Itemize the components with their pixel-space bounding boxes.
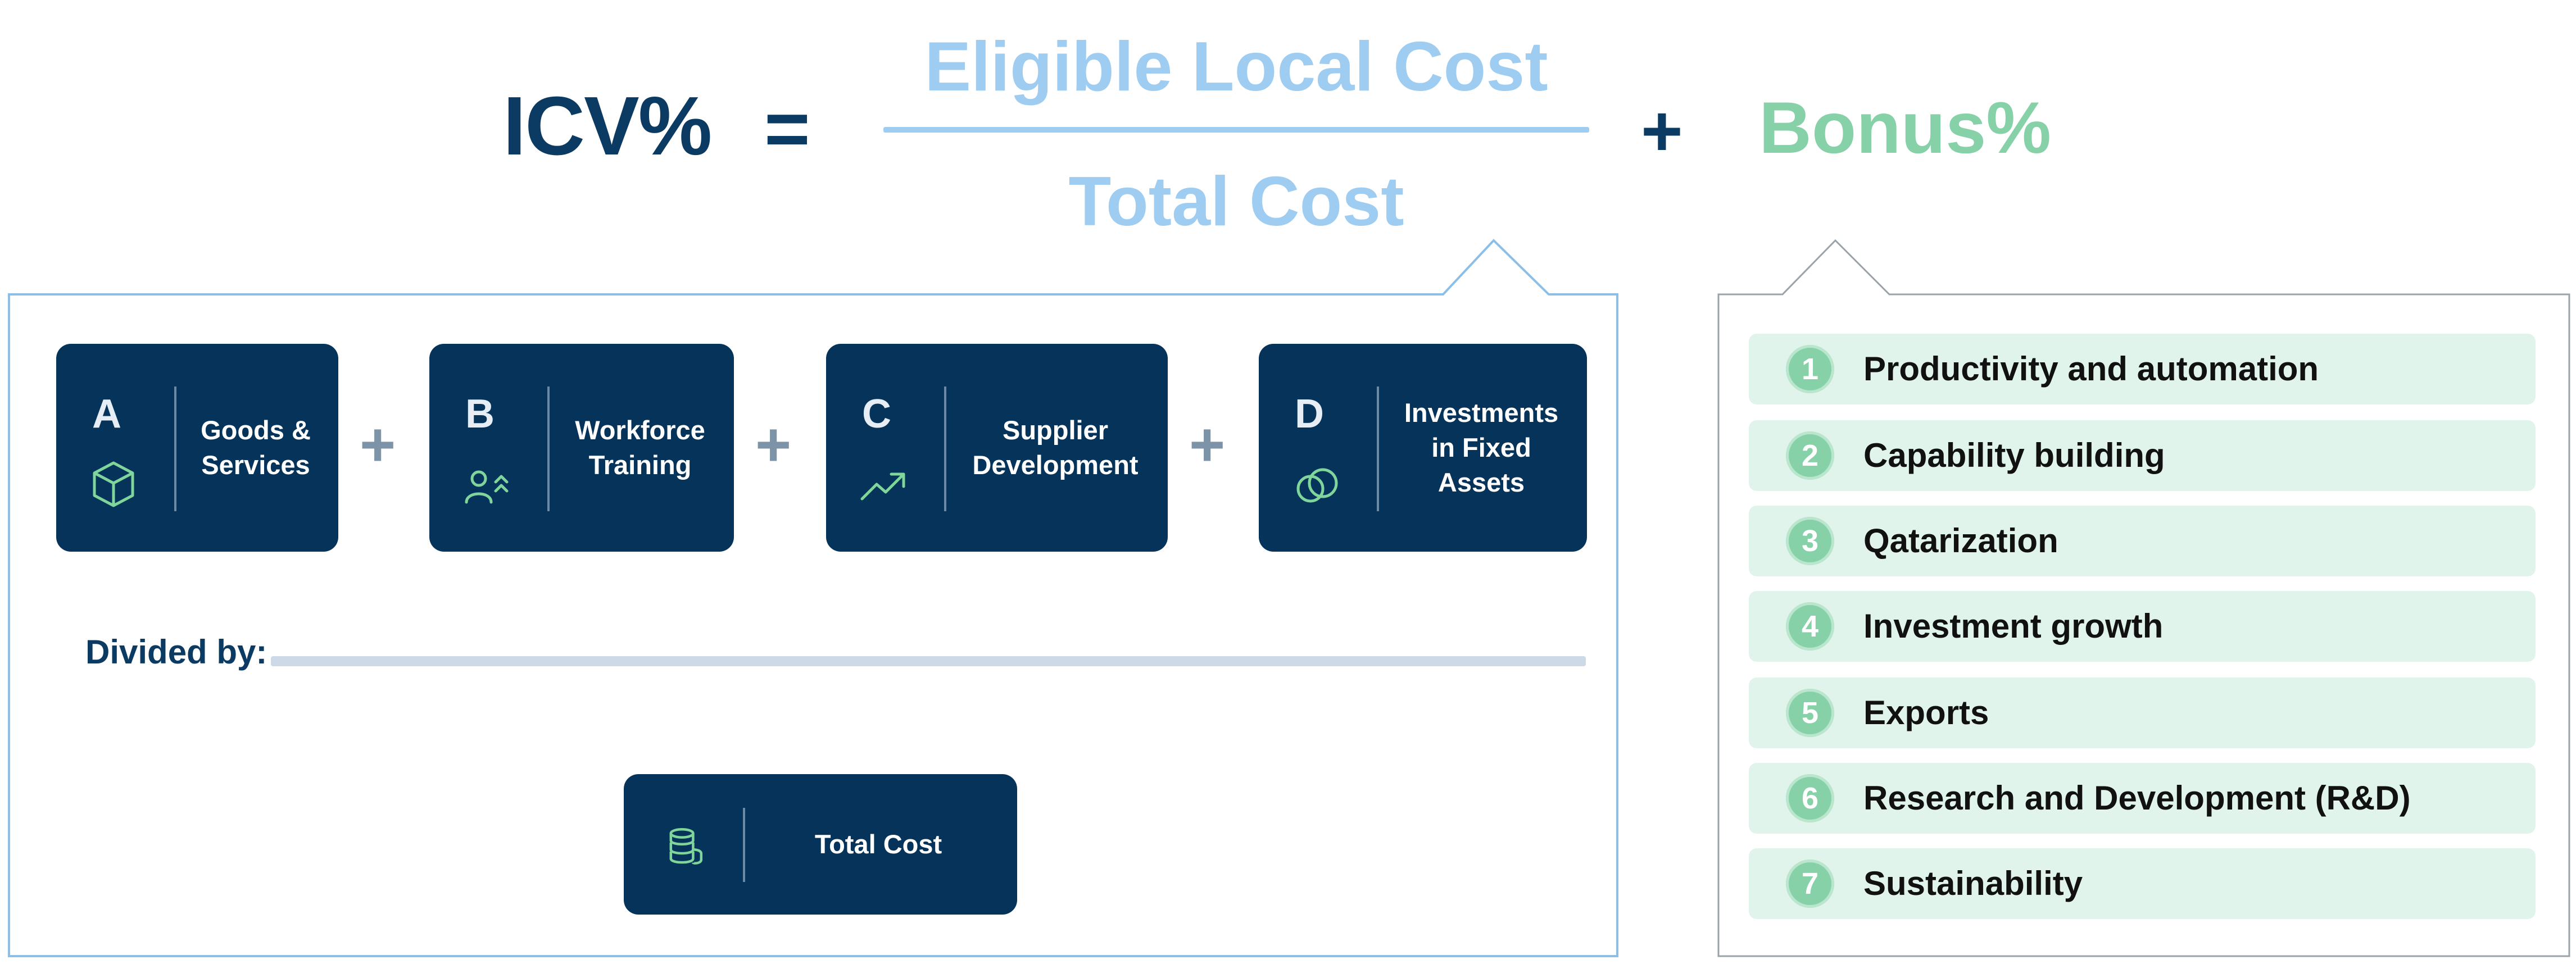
cube-icon [93,461,134,507]
plus-operator: + [755,410,792,479]
bonus-number-badge: 7 [1786,860,1834,908]
component-letter: A [92,392,121,437]
bonus-item-label: Investment growth [1863,607,2164,645]
formula-plus: + [1641,91,1683,171]
bonus-item-label: Sustainability [1863,865,2083,902]
card-divider [1377,387,1379,511]
formula-equals: = [764,84,810,172]
bonus-item-label: Qatarization [1863,522,2058,560]
people-growth-icon [465,470,509,504]
bonus-item-4: 4 Investment growth [1749,591,2536,662]
bonus-item-label: Capability building [1863,437,2165,474]
bonus-item-label: Research and Development (R&D) [1863,779,2411,817]
bonus-item-6: 6 Research and Development (R&D) [1749,763,2536,834]
component-card-b: B Workforce Training [429,344,734,552]
bonus-number-badge: 4 [1786,602,1834,651]
card-divider [944,387,946,511]
formula-bonus: Bonus% [1759,87,2051,169]
divided-by-rule [271,656,1586,666]
component-label: Workforce Training [575,415,705,480]
component-label: Investments in Fixed Assets [1404,398,1559,497]
card-divider [547,387,550,511]
bonus-item-5: 5 Exports [1749,678,2536,748]
component-card-a: A Goods & Services [56,344,338,552]
bonus-item-1: 1 Productivity and automation [1749,334,2536,404]
formula-numerator: Eligible Local Cost [924,28,1548,106]
component-letter: B [465,392,495,437]
trend-up-icon [860,472,905,501]
component-card-d: D Investments in Fixed Assets [1259,344,1587,552]
component-label: Goods & Services [201,415,311,480]
bonus-number-badge: 1 [1786,345,1834,393]
card-divider [174,387,176,511]
card-divider [743,808,745,882]
component-letter: D [1295,392,1324,437]
bonus-item-3: 3 Qatarization [1749,506,2536,576]
component-card-c: C Supplier Development [826,344,1168,552]
formula-lhs: ICV% [503,80,712,172]
total-cost-card: Total Cost [624,774,1017,915]
bonus-item-2: 2 Capability building [1749,420,2536,491]
bonus-item-label: Exports [1863,694,1989,731]
plus-operator: + [360,410,396,479]
plus-operator: + [1189,410,1226,479]
component-label: Supplier Development [972,415,1139,480]
bonus-item-7: 7 Sustainability [1749,848,2536,919]
left-panel-outline [8,239,1618,957]
bonus-item-label: Productivity and automation [1863,350,2319,388]
formula-denominator: Total Cost [1068,163,1404,240]
component-letter: C [862,392,891,437]
divided-by-label: Divided by: [85,633,267,671]
total-cost-label: Total Cost [814,829,942,859]
coins-icon [1296,468,1338,503]
right-panel-outline [1717,239,2570,957]
fraction-bar [883,127,1589,133]
coin-stack-icon [669,827,703,865]
bonus-number-badge: 6 [1786,774,1834,822]
bonus-number-badge: 5 [1786,689,1834,737]
bonus-number-badge: 2 [1786,431,1834,480]
bonus-number-badge: 3 [1786,517,1834,565]
